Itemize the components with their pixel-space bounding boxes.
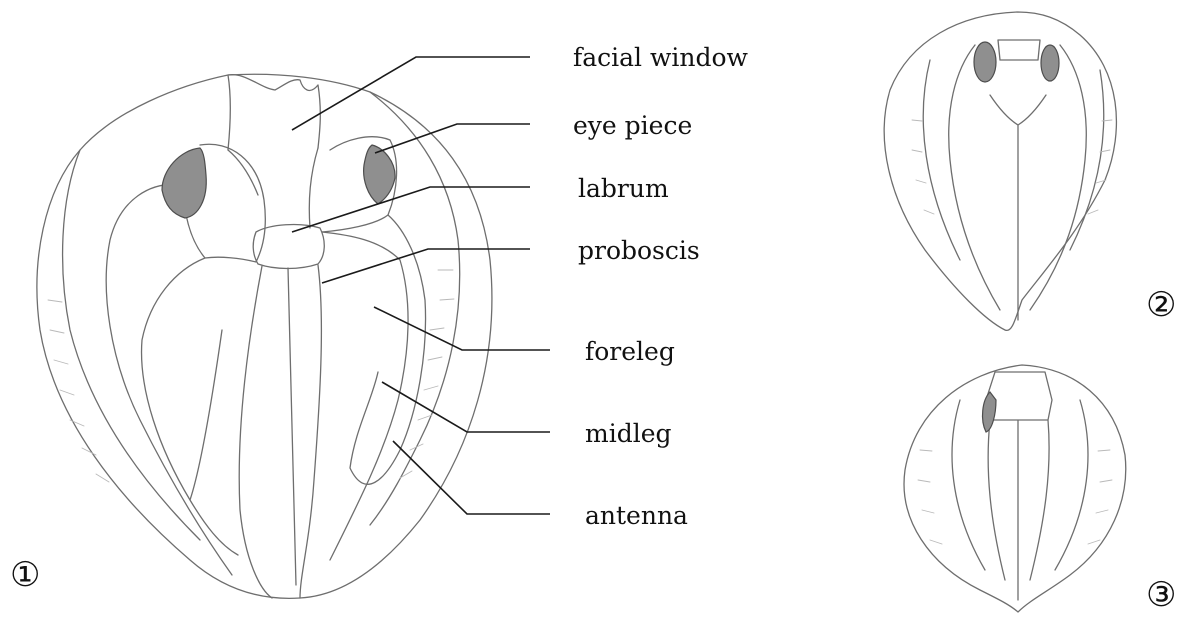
labrum-outline bbox=[253, 225, 324, 269]
foreleg-leader bbox=[374, 307, 550, 350]
fig2-striations bbox=[912, 120, 1112, 214]
fig3-striations bbox=[918, 450, 1112, 544]
label-foreleg: foreleg bbox=[585, 339, 675, 364]
antenna-leader bbox=[393, 441, 550, 514]
label-facial-window: facial window bbox=[573, 45, 748, 70]
midleg-leader bbox=[382, 382, 550, 432]
label-labrum: labrum bbox=[578, 176, 669, 201]
right-eye bbox=[364, 145, 395, 204]
antenna-striations bbox=[48, 270, 454, 482]
fig2-inner-lines bbox=[923, 40, 1104, 320]
right-foreleg-outline bbox=[322, 232, 408, 560]
pupa-drawing-fig2 bbox=[884, 12, 1116, 330]
right-midleg-outline bbox=[350, 215, 426, 484]
fig2-left-eye bbox=[974, 42, 996, 82]
pupa-drawing-fig3 bbox=[904, 365, 1126, 612]
figure-number-1: ① bbox=[10, 558, 40, 592]
proboscis-leader bbox=[322, 249, 530, 283]
fig2-right-eye bbox=[1041, 45, 1059, 81]
fig3-inner-lines bbox=[952, 372, 1088, 600]
figure-number-3: ③ bbox=[1146, 578, 1176, 612]
pupa-outer-outline bbox=[37, 74, 492, 598]
head-capsule bbox=[228, 75, 320, 150]
fig3-outer-outline bbox=[904, 365, 1126, 612]
label-antenna: antenna bbox=[585, 503, 688, 528]
label-proboscis: proboscis bbox=[578, 238, 700, 263]
proboscis-outline bbox=[239, 265, 321, 598]
facial-window-leader bbox=[292, 57, 530, 130]
left-midleg-outline bbox=[106, 184, 232, 575]
figure-number-2: ② bbox=[1146, 288, 1176, 322]
label-eye-piece: eye piece bbox=[573, 113, 692, 138]
labrum-leader bbox=[292, 187, 530, 232]
facial-window-outline bbox=[228, 148, 318, 228]
label-midleg: midleg bbox=[585, 421, 672, 446]
eye-piece-leader bbox=[375, 124, 530, 153]
left-eye bbox=[162, 148, 206, 218]
fig3-left-eye bbox=[983, 392, 996, 432]
